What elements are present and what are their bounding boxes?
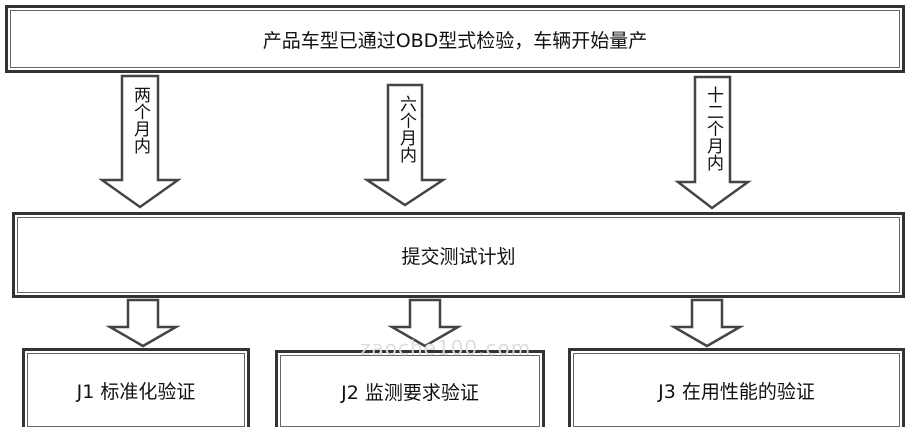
arrow-to-j3 — [669, 298, 745, 348]
arrow-label-two-months: 两个月内 — [130, 86, 150, 154]
j1-label: J1 标准化验证 — [76, 380, 196, 403]
arrow-to-j2 — [387, 298, 463, 348]
arrow-six-months — [362, 83, 448, 207]
j2-label: J2 监测要求验证 — [341, 381, 479, 404]
arrow-twelve-months — [674, 75, 752, 210]
top-box-mass-production: 产品车型已通过OBD型式检验，车辆开始量产 — [5, 5, 905, 73]
bottom-box-j1: J1 标准化验证 — [22, 348, 250, 427]
middle-box-label: 提交测试计划 — [401, 245, 516, 268]
middle-box-test-plan: 提交测试计划 — [12, 212, 905, 298]
arrow-label-six-months: 六个月内 — [396, 95, 416, 163]
watermark: zaoche100.com — [360, 336, 532, 360]
j3-label: J3 在用性能的验证 — [658, 380, 815, 403]
arrow-to-j1 — [105, 298, 181, 348]
arrow-label-twelve-months: 十二个月内 — [703, 86, 723, 171]
bottom-box-j3: J3 在用性能的验证 — [568, 348, 905, 427]
arrow-two-months — [98, 74, 182, 209]
bottom-box-j2: J2 监测要求验证 — [275, 350, 545, 427]
top-box-label: 产品车型已通过OBD型式检验，车辆开始量产 — [262, 29, 648, 52]
